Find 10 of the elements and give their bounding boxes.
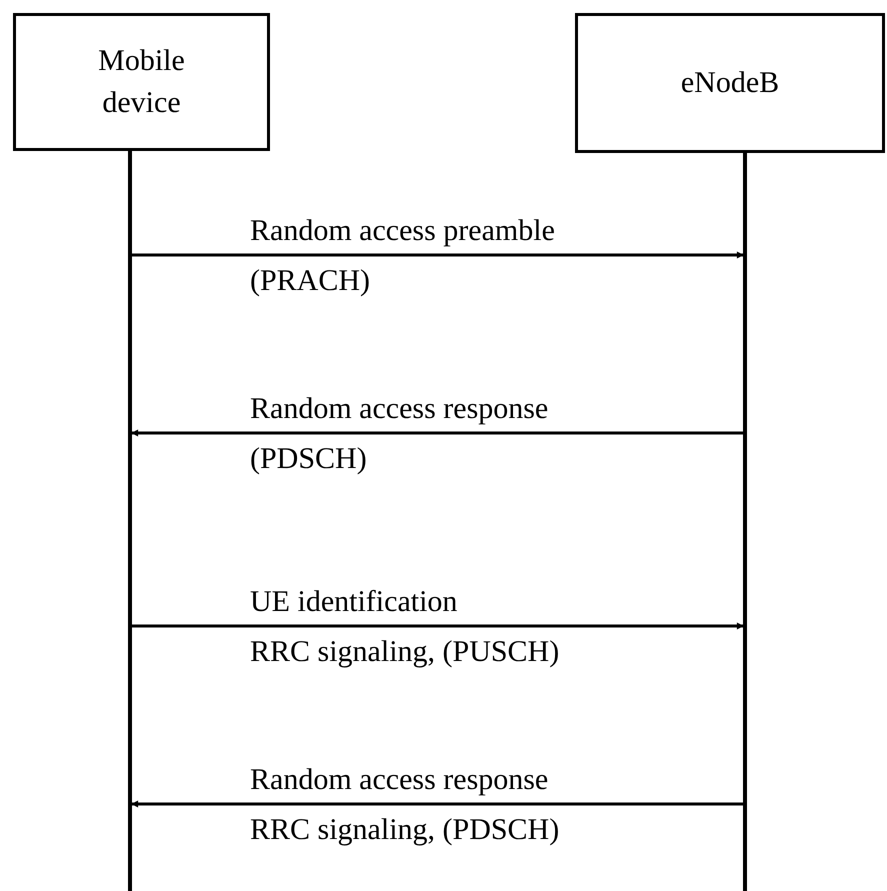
message-arrow <box>131 430 744 437</box>
message-label: Random access response (PDSCH) <box>250 391 548 477</box>
message-label: UE identification RRC signaling, (PUSCH) <box>250 584 560 670</box>
participant-box: Mobile device <box>13 13 270 151</box>
message-arrow <box>131 800 744 808</box>
participant-box: eNodeB <box>575 13 885 153</box>
message-label: Random access response RRC signaling, (PDSCH) <box>250 762 560 848</box>
message-arrow <box>131 251 744 258</box>
message-label: Random access preamble (PRACH) <box>250 213 555 299</box>
message-arrow <box>131 622 744 630</box>
